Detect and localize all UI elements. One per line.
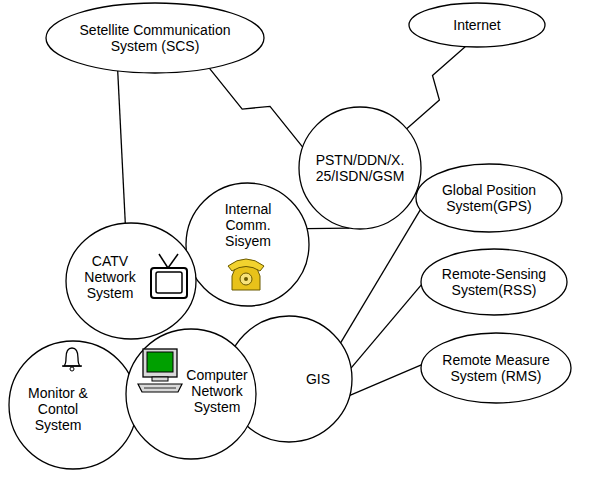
text-area: Internet: [422, 6, 532, 44]
text-area: Internal Comm. Sisyem: [205, 196, 291, 254]
ellipse-outline: [409, 3, 545, 47]
ellipse-outline: [66, 223, 196, 339]
system-circle: CATV Network System: [65, 222, 197, 340]
system-circle: Internal Comm. Sisyem: [185, 182, 310, 307]
ellipse-outline: [416, 164, 562, 232]
node-label: Monitor & Contol System: [14, 385, 102, 433]
text-area: GIS: [293, 367, 343, 391]
system-ellipse: Setellite Communication System (SCS): [45, 2, 265, 74]
connector-line: [307, 227, 350, 229]
node-label: PSTN/DDN/X.25/ISDN/GSM: [314, 152, 406, 184]
node-label: Computer Network System: [181, 367, 253, 415]
lightning-link: [407, 47, 466, 129]
system-ellipse: Global Position System(GPS): [415, 163, 563, 233]
phone-icon: [228, 259, 264, 290]
text-area: Computer Network System: [181, 358, 253, 424]
ellipse-outline: [421, 333, 571, 403]
node-label: Internet: [453, 17, 500, 33]
node-label: Remote-Sensing System(RSS): [430, 266, 558, 298]
text-area: PSTN/DDN/X.25/ISDN/GSM: [314, 136, 406, 200]
gateway-circle: PSTN/DDN/X.25/ISDN/GSM: [298, 106, 422, 230]
ellipse-outline: [9, 341, 137, 469]
system-ellipse: Remote-Sensing System(RSS): [420, 248, 568, 316]
node-label: Internal Comm. Sisyem: [205, 201, 291, 249]
node-label: Remote Measure System (RMS): [430, 352, 562, 384]
text-area: Remote Measure System (RMS): [430, 338, 562, 398]
text-area: Monitor & Contol System: [14, 378, 102, 440]
connector-line: [351, 285, 421, 368]
system-circle: Computer Network System: [125, 328, 257, 460]
text-area: Remote-Sensing System(RSS): [430, 254, 558, 310]
text-area: CATV Network System: [73, 246, 147, 308]
ellipse-outline: [126, 329, 256, 459]
system-ellipse: Remote Measure System (RMS): [420, 332, 572, 404]
text-area: Global Position System(GPS): [425, 169, 553, 227]
tv-icon: [151, 254, 187, 298]
system-circle: Monitor & Contol System: [8, 340, 138, 470]
text-area: Setellite Communication System (SCS): [60, 8, 250, 68]
ellipse-outline: [186, 183, 309, 306]
ellipse-outline: [46, 3, 264, 73]
ellipse-outline: [421, 249, 567, 315]
connector-line: [350, 365, 421, 395]
network-ellipse: Internet: [408, 2, 546, 48]
bell-icon: [62, 348, 82, 371]
connector-line: [118, 71, 126, 223]
connector-line: [341, 210, 421, 343]
node-label: Setellite Communication System (SCS): [60, 22, 250, 54]
node-label: Global Position System(GPS): [425, 182, 553, 214]
ellipse-outline: [299, 107, 421, 229]
node-label: GIS: [306, 371, 330, 387]
lightning-link: [210, 68, 303, 147]
computer-icon: [138, 349, 182, 392]
node-label: CATV Network System: [73, 253, 147, 301]
